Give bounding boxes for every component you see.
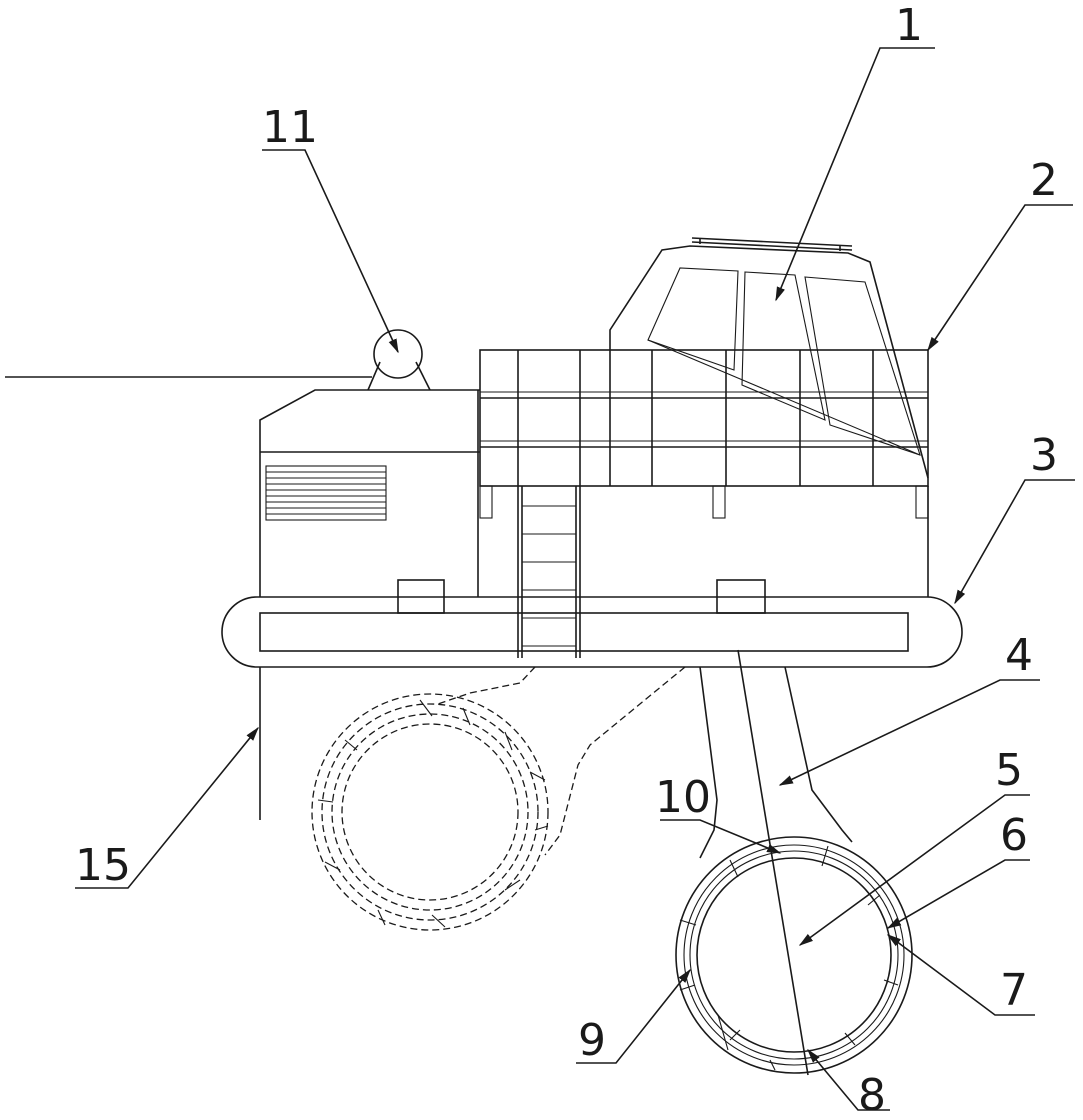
radiator-grille (265, 465, 387, 521)
leader-lines (75, 47, 1075, 1111)
track-frame (221, 579, 963, 668)
callout-4: 4 (1005, 630, 1033, 681)
arm-alternate-position (311, 666, 686, 931)
callout-1: 1 (895, 0, 923, 51)
callout-labels: 1 2 3 4 5 6 7 8 9 10 11 15 (75, 0, 1058, 1120)
callout-6: 6 (1000, 810, 1028, 861)
machine-body (259, 389, 929, 597)
callout-3: 3 (1030, 430, 1058, 481)
ladder (517, 486, 581, 658)
callout-9: 9 (578, 1015, 606, 1066)
guard-rail (479, 349, 929, 519)
callout-11: 11 (262, 102, 318, 153)
callout-5: 5 (995, 745, 1023, 796)
callout-10: 10 (655, 772, 711, 823)
arm (699, 649, 853, 1076)
callout-7: 7 (1000, 965, 1028, 1016)
callout-2: 2 (1030, 155, 1058, 206)
pipe-assembly (675, 836, 913, 1074)
cab (609, 237, 929, 486)
cable-pulley (5, 329, 431, 391)
callout-8: 8 (858, 1070, 886, 1120)
callout-15: 15 (75, 840, 131, 891)
